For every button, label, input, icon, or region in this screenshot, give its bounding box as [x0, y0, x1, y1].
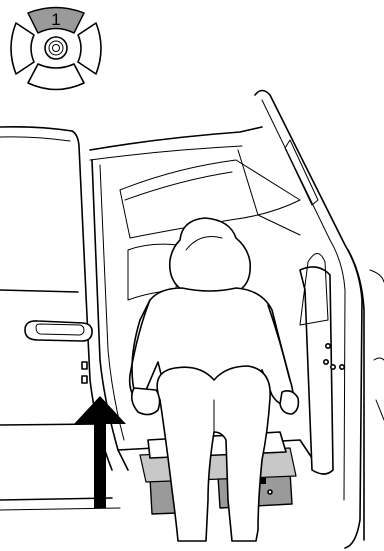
seat-lift-base	[140, 432, 296, 514]
control-pad-icon: 1	[11, 8, 101, 90]
door-latch-mark-1	[82, 362, 87, 369]
door-screw-4	[340, 365, 344, 369]
door-latch-mark-2	[82, 376, 87, 383]
van-lower-trim-3	[0, 508, 120, 510]
door-handle	[25, 321, 92, 341]
control-pad-right-button	[78, 23, 101, 74]
occupant-right-hand	[280, 391, 298, 414]
door-screw-3	[331, 365, 335, 369]
van-roof-line	[0, 127, 72, 131]
van-belt-line	[0, 290, 78, 292]
door-screw-1	[326, 344, 330, 348]
van-roof-line-inner	[0, 137, 70, 141]
occupant-left-hand	[132, 388, 160, 415]
door-screw-2	[324, 360, 328, 364]
occupant-head	[170, 218, 250, 296]
control-pad-left-button	[11, 23, 34, 74]
control-pad-step-label: 1	[51, 10, 60, 29]
van-lower-trim-1	[0, 424, 100, 425]
door-inner-panel	[300, 267, 333, 474]
control-pad-down-button	[28, 64, 84, 90]
control-pad-center-ring-outer	[45, 37, 67, 59]
